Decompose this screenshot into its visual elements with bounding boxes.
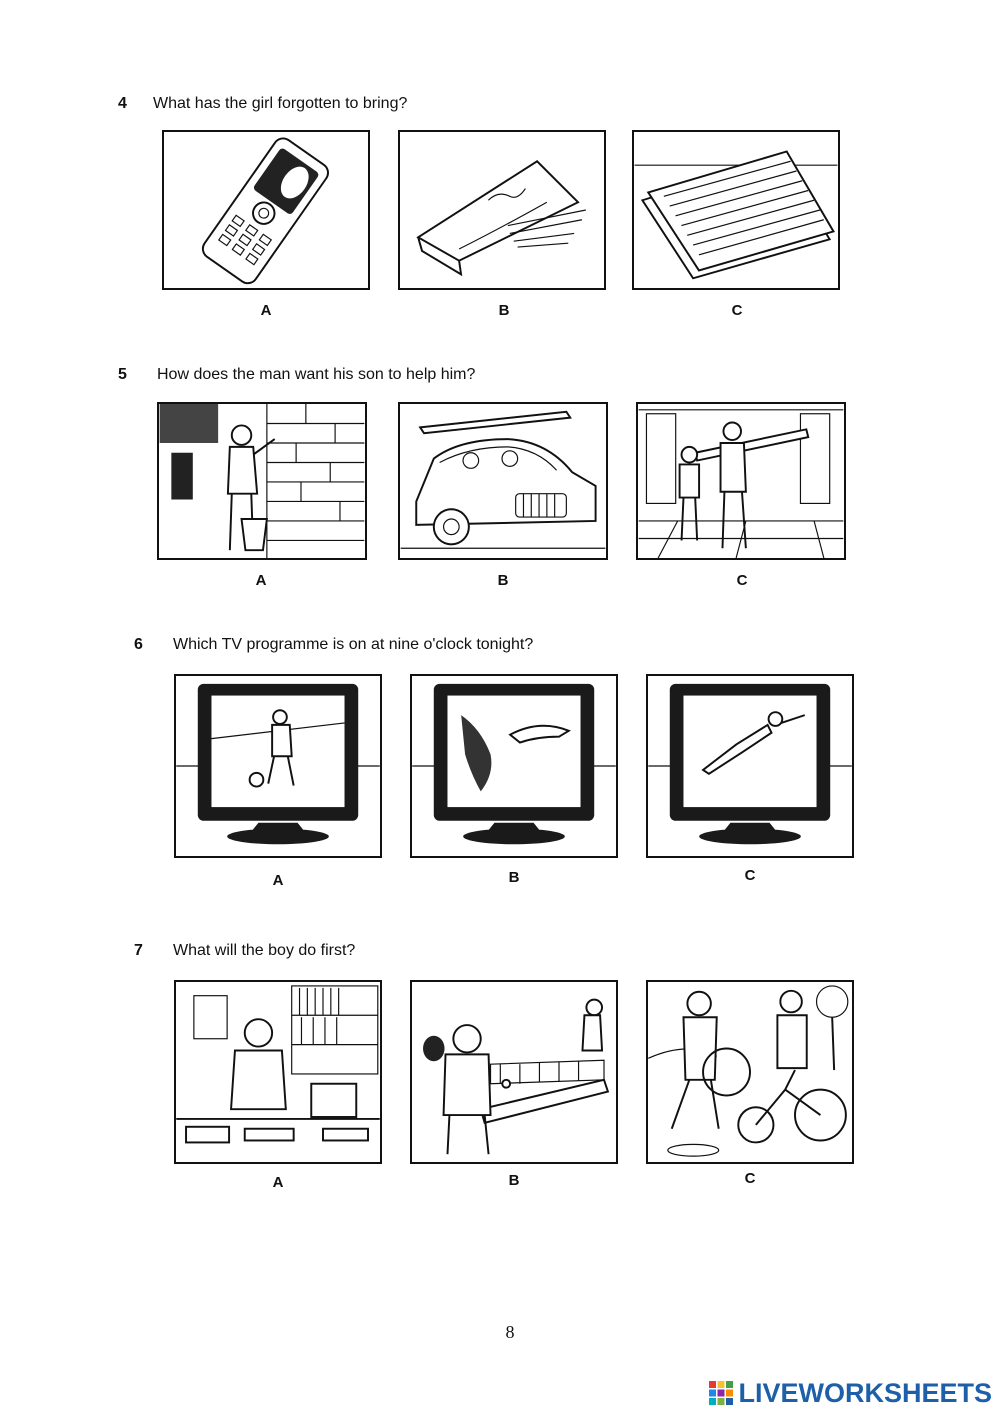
car-with-ladder-picture[interactable]: [398, 402, 608, 560]
option-label: B: [498, 302, 510, 319]
option-label: A: [272, 1174, 284, 1191]
pencil-case-picture[interactable]: [398, 130, 606, 290]
tv-sharks-picture[interactable]: [410, 674, 618, 858]
option-label: C: [744, 867, 756, 884]
brand-name: LIVEWORKSHEETS: [738, 1377, 992, 1408]
question-number: 4: [118, 95, 127, 112]
bike-repair-picture[interactable]: [646, 980, 854, 1164]
brand-grid-icon: [709, 1381, 734, 1405]
page-number: 8: [505, 1322, 515, 1342]
option-label: C: [731, 302, 743, 319]
option-label: C: [736, 572, 748, 589]
tv-superhero-picture[interactable]: [646, 674, 854, 858]
question-text: What has the girl forgotten to bring?: [153, 95, 408, 112]
table-tennis-picture[interactable]: [410, 980, 618, 1164]
papers-picture[interactable]: [632, 130, 840, 290]
option-label: A: [255, 572, 267, 589]
washing-window-picture[interactable]: [157, 402, 367, 560]
option-label: A: [272, 872, 284, 889]
option-label: B: [508, 1172, 520, 1189]
option-label: C: [744, 1170, 756, 1187]
homework-desk-picture[interactable]: [174, 980, 382, 1164]
question-number: 7: [134, 942, 143, 959]
carrying-ladder-picture[interactable]: [636, 402, 846, 560]
option-label: A: [260, 302, 272, 319]
question-number: 6: [134, 636, 143, 653]
tv-football-picture[interactable]: [174, 674, 382, 858]
question-text: Which TV programme is on at nine o'clock…: [173, 636, 534, 653]
option-label: B: [508, 869, 520, 886]
brand-logo[interactable]: LIVEWORKSHEETS: [708, 1378, 992, 1408]
mobile-phone-picture[interactable]: [162, 130, 370, 290]
option-label: B: [497, 572, 509, 589]
question-text: How does the man want his son to help hi…: [157, 366, 476, 383]
question-number: 5: [118, 366, 127, 383]
question-text: What will the boy do first?: [173, 942, 356, 959]
